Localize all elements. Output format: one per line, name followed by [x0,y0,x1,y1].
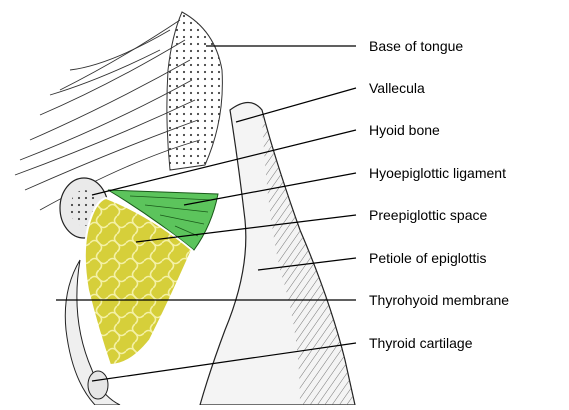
label-hyoid-bone: Hyoid bone [369,122,440,138]
label-petiole-of-epiglottis: Petiole of epiglottis [369,250,487,266]
base-of-tongue-shape [167,12,223,170]
label-thyrohyoid-membrane: Thyrohyoid membrane [369,292,509,308]
label-vallecula: Vallecula [369,80,425,96]
leader-hyoid-bone [92,130,356,195]
label-thyroid-cartilage: Thyroid cartilage [369,335,473,351]
label-hyoepiglottic-ligament: Hyoepiglottic ligament [369,165,506,181]
label-base-of-tongue: Base of tongue [369,38,463,54]
label-preepiglottic-space: Preepiglottic space [369,207,487,223]
